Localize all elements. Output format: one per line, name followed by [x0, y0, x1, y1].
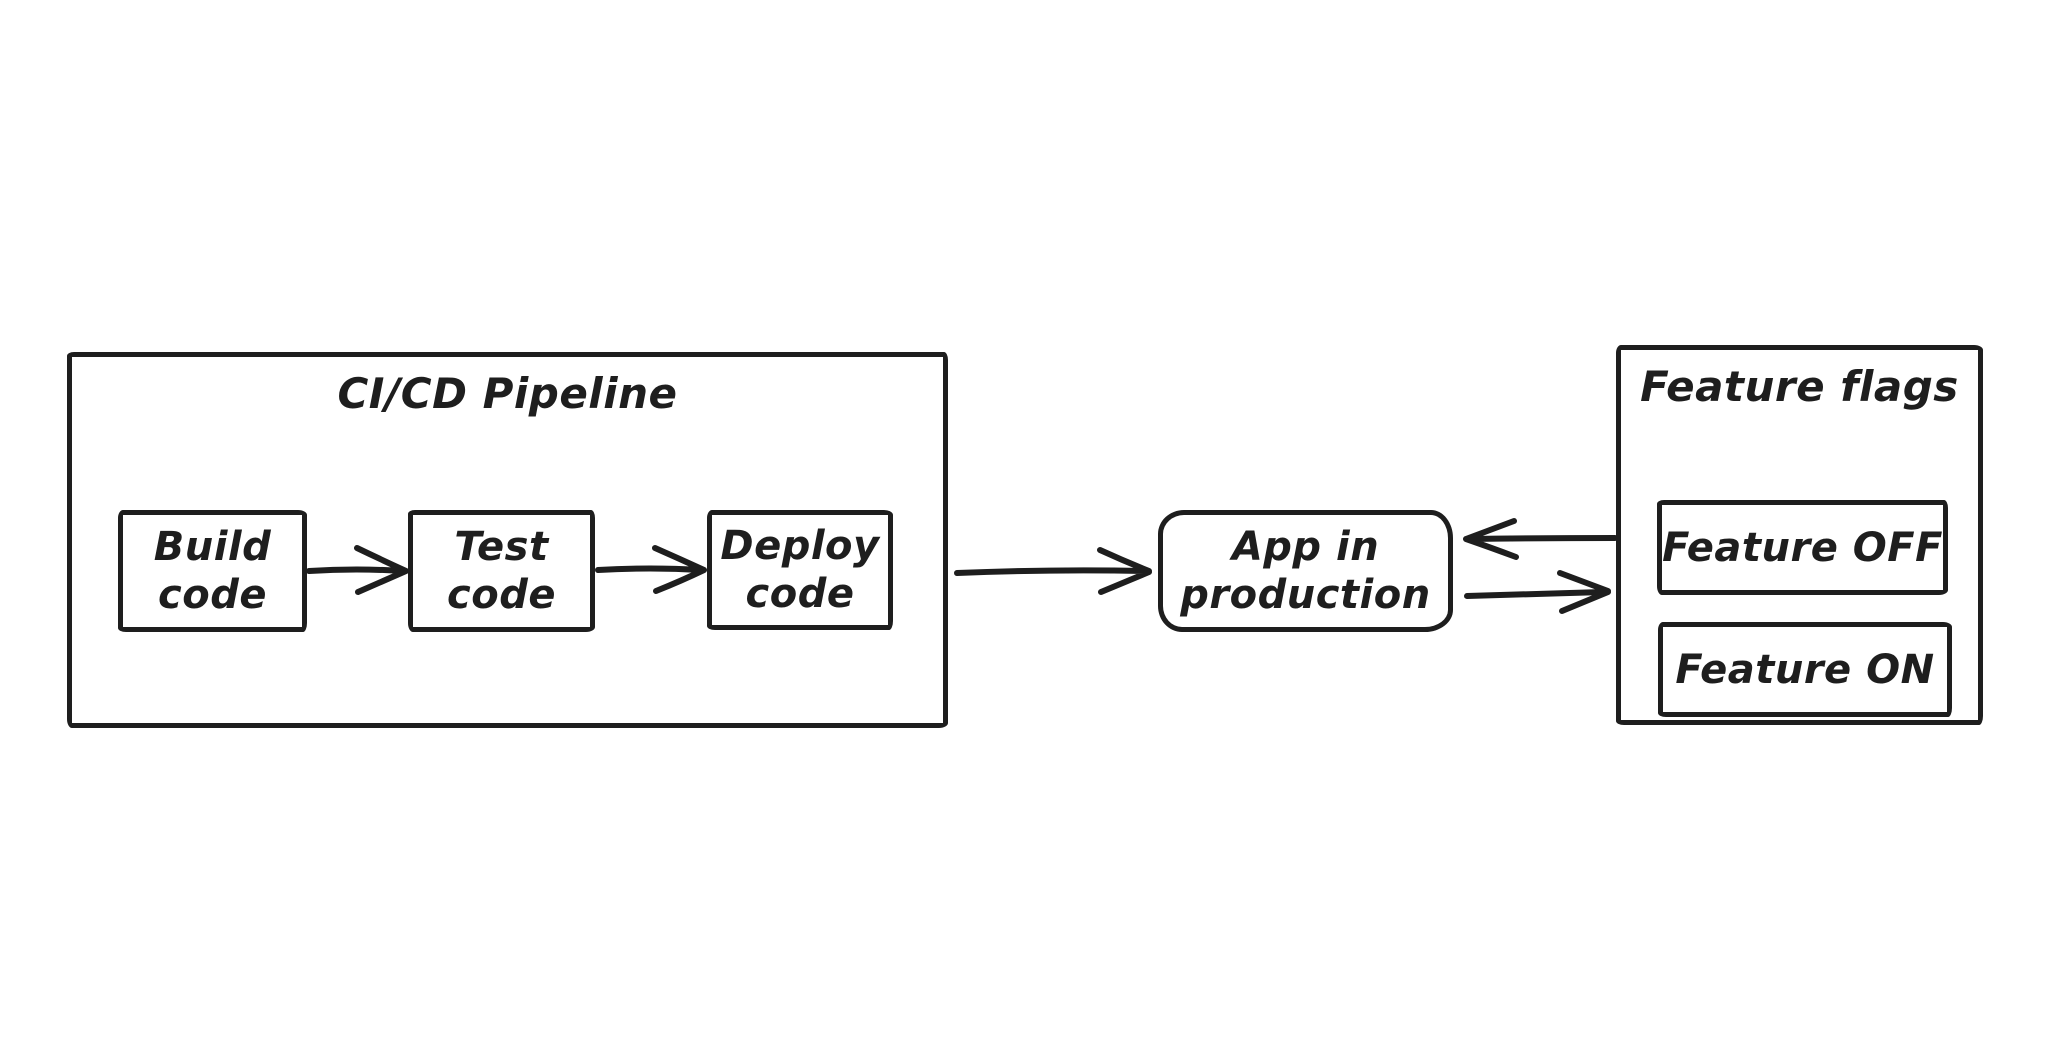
node-feature-off: Feature OFF — [1657, 500, 1948, 595]
feature-flags-title: Feature flags — [1640, 362, 1959, 411]
feature-flags-group: Feature flags Feature OFF Feature ON — [1616, 345, 1983, 725]
node-feature-on-label: Feature ON — [1675, 646, 1935, 693]
node-test-code-label-line2: code — [447, 572, 556, 618]
node-deploy-code-label-line2: code — [745, 571, 855, 617]
node-deploy-code-label-line1: Deploy — [720, 523, 880, 569]
node-build-code-label-line1: Build — [153, 524, 272, 570]
arrow-pipeline-to-app — [954, 547, 1152, 595]
node-feature-on: Feature ON — [1658, 622, 1952, 717]
cicd-pipeline-title: CI/CD Pipeline — [337, 369, 678, 418]
node-test-code-label-line1: Test — [454, 524, 549, 570]
node-feature-off-label: Feature OFF — [1662, 524, 1943, 571]
node-app-label-line2: production — [1180, 572, 1431, 618]
node-test-code: Test code — [408, 510, 595, 632]
node-app-in-production: App in production — [1158, 510, 1453, 632]
arrow-flags-to-app — [1463, 518, 1618, 560]
node-build-code: Build code — [118, 510, 307, 632]
cicd-pipeline-group: CI/CD Pipeline Build code Test code Depl… — [67, 352, 948, 728]
node-deploy-code: Deploy code — [707, 510, 893, 630]
arrow-app-to-flags — [1464, 570, 1611, 614]
node-build-code-label-line2: code — [158, 572, 267, 618]
node-app-label-line1: App in — [1231, 524, 1380, 570]
